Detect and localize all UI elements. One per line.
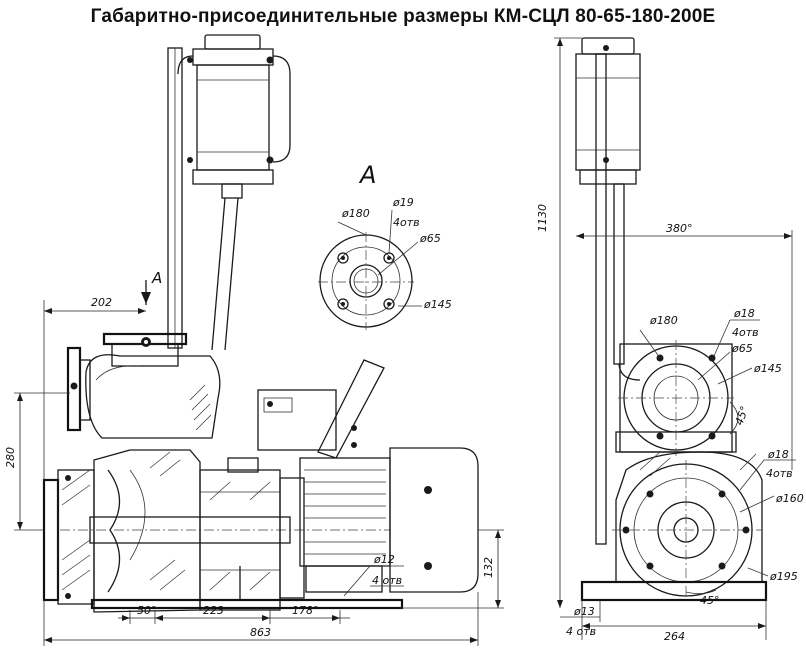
- front-posts: [595, 53, 641, 545]
- dim-label-178: 178°: [292, 604, 319, 617]
- foot-hole-dia: ø13: [573, 605, 595, 618]
- dim-202: 202: [43, 296, 146, 480]
- dim-label-280: 280: [4, 447, 17, 468]
- section-label-a: A: [151, 269, 162, 287]
- foot-hole-count: 4 отв: [566, 625, 596, 638]
- accumulator-tank: [177, 34, 291, 199]
- dim-label-202: 202: [91, 296, 112, 309]
- hole-count-label: 4 отв: [372, 574, 402, 587]
- dim-264: 264: [582, 623, 766, 643]
- front-view: 1130 380° ø180 ø18: [536, 37, 804, 643]
- upper-flange-front: ø180 ø18 4отв ø65 ø145 45°: [615, 307, 782, 456]
- discharge-flange-side: [102, 332, 188, 367]
- upper-angle: 45°: [733, 404, 752, 427]
- dim-label-132: 132: [482, 557, 495, 578]
- dim-bottom-chain: 50° 223 178°: [118, 604, 350, 624]
- stand-post: [167, 47, 183, 349]
- view-a-holes: 4отв: [393, 216, 420, 229]
- upper-holes: 4отв: [732, 326, 759, 339]
- side-view: A 202 280 132: [4, 34, 504, 646]
- view-a-d19: ø19: [392, 196, 414, 209]
- pump-volute: [66, 346, 221, 439]
- shaft-coupling: [60, 457, 390, 611]
- view-a: A ø180 ø19 4отв ø65 ø145: [318, 161, 452, 330]
- base-frame: [90, 566, 404, 610]
- hole-dia-label: ø12: [373, 553, 395, 566]
- front-base: [580, 580, 768, 640]
- view-a-d145: ø145: [423, 298, 452, 311]
- section-arrow-a: A: [141, 269, 162, 305]
- lower-d160: ø160: [775, 492, 804, 505]
- dim-280: 280: [4, 392, 70, 531]
- upper-d180: ø180: [649, 314, 678, 327]
- view-a-d180: ø180: [341, 207, 370, 220]
- foot-hole-callout: ø13 4 отв: [560, 605, 600, 638]
- upper-d145: ø145: [753, 362, 782, 375]
- dim-label-380: 380°: [666, 222, 693, 235]
- lower-d18: ø18: [767, 448, 789, 461]
- front-tank: [575, 37, 641, 185]
- dim-label-264: 264: [664, 630, 685, 643]
- upper-d18: ø18: [733, 307, 755, 320]
- lower-holes: 4отв: [766, 467, 793, 480]
- lower-pump-front: ø18 4отв ø160 ø195 45°: [612, 448, 804, 607]
- dim-380: 380°: [576, 222, 793, 470]
- dim-132: 132: [400, 529, 504, 609]
- upper-d65: ø65: [731, 342, 753, 355]
- pump-casing: [42, 449, 201, 613]
- dim-label-50: 50°: [137, 604, 157, 617]
- dim-label-223: 223: [203, 604, 224, 617]
- dim-label-863: 863: [250, 626, 271, 639]
- view-a-d65: ø65: [419, 232, 441, 245]
- junction-box: [257, 359, 385, 459]
- dim-1130: 1130: [536, 37, 582, 608]
- lower-d195: ø195: [769, 570, 798, 583]
- dim-863: 863: [43, 592, 479, 646]
- motor: [299, 447, 479, 593]
- drawing-title: Габаритно-присоединительные размеры КМ-С…: [90, 6, 716, 27]
- dim-label-1130: 1130: [536, 204, 549, 232]
- view-a-label: A: [358, 161, 376, 189]
- tank-pipe: [211, 197, 239, 351]
- hole-callout-side: ø12 4 отв: [343, 553, 404, 597]
